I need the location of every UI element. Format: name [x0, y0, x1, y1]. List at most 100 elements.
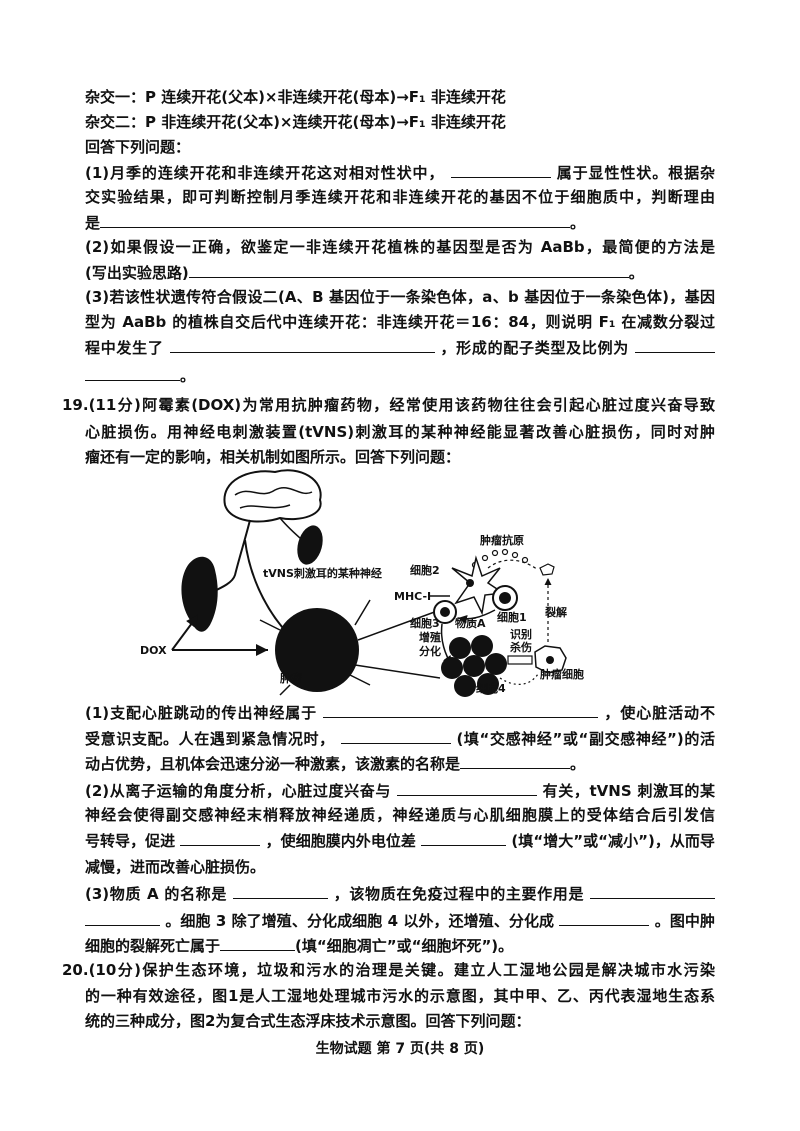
differentiate-label: 分化	[419, 644, 441, 658]
q18-part3-line3: 程中发生了 ，形成的配子类型及比例为	[85, 336, 715, 358]
brain-icon	[223, 469, 322, 523]
text: ，使心脏活动不	[604, 704, 715, 722]
q18-prompt: 回答下列问题：	[85, 138, 191, 156]
substance-a-label: 物质A	[455, 616, 486, 630]
cross-1: 杂交一：P 连续开花(父本)×非连续开花(母本)→F₁ 非连续开花	[85, 88, 506, 106]
cell4-label: 细胞4	[476, 681, 506, 695]
text: 。图中肿瘤	[654, 912, 715, 930]
cell1-icon	[492, 585, 518, 611]
dox-label: DOX	[140, 644, 167, 657]
q20-line-2: 的一种有效途径，图1是人工湿地处理城市污水的示意图，其中甲、乙、丙代表湿地生态系	[85, 987, 715, 1005]
mechanism-figure: tVNS刺激耳的某种神经 DOX 肿瘤 肿瘤抗原 细胞2 MHC-I 细胞1 细…	[140, 469, 584, 697]
text: 。	[628, 264, 644, 282]
text: ，使细胞膜内外电位差	[265, 832, 416, 850]
text: 细胞的裂解死亡属于	[85, 937, 221, 955]
answer-blank[interactable]	[460, 752, 571, 769]
q19-part1-line2: 受意识支配。人在遇到紧急情况时， (填“交感神经”或“副交感神经”)的活	[85, 727, 715, 749]
text: (1)支配心脏跳动的传出神经属于	[85, 704, 318, 722]
mhc-label: MHC-I	[394, 590, 431, 603]
arrow	[171, 614, 199, 651]
ear-icon	[297, 525, 323, 565]
answer-blank[interactable]	[85, 364, 180, 381]
callout-line	[357, 609, 441, 641]
q18-part2-line2: (写出实验思路) 。	[85, 261, 715, 283]
callout-line	[354, 664, 441, 679]
lysed-cell-icon	[539, 563, 555, 576]
answer-blank[interactable]	[169, 336, 435, 353]
tumor-icon	[259, 599, 371, 696]
text: 。	[570, 214, 586, 232]
q19-part3-line2: 。细胞 3 除了增殖、分化成细胞 4 以外，还增殖、分化成 。图中肿瘤	[85, 909, 715, 931]
answer-blank[interactable]	[396, 779, 537, 796]
q18-part1-line1: (1)月季的连续开花和非连续开花这对相对性状中， 属于显性性状。根据杂	[85, 161, 715, 183]
tumor-antigen-label: 肿瘤抗原	[480, 533, 524, 547]
answer-blank[interactable]	[100, 211, 571, 228]
text: 。细胞 3 除了增殖、分化成细胞 4 以外，还增殖、分化成	[165, 912, 555, 930]
q18-part3-line2: 型为 AaBb 的植株自交后代中连续开花：非连续开花＝16：84，则说明 F₁ …	[85, 313, 715, 331]
answer-blank[interactable]	[340, 727, 451, 744]
answer-blank[interactable]	[220, 934, 296, 951]
q19-intro-1: 19.(11分)阿霉素(DOX)为常用抗肿瘤药物，经常使用该药物往往会引起心脏过…	[62, 396, 715, 414]
cell4-cluster-icon	[441, 635, 507, 697]
text: (3)物质 A 的名称是	[85, 885, 228, 903]
answer-blank[interactable]	[559, 909, 650, 926]
q20-line-1: 20.(10分)保护生态环境，垃圾和污水的治理是关键。建立人工湿地公园是解决城市…	[62, 961, 715, 979]
cell1-label: 细胞1	[497, 610, 527, 624]
text: ，形成的配子类型及比例为	[440, 339, 630, 357]
tumor-label: 肿瘤	[280, 671, 302, 685]
text: 。	[180, 367, 196, 385]
q18-part1-line3: 是。	[85, 211, 715, 233]
tvns-label: tVNS刺激耳的某种神经	[263, 566, 382, 580]
q19-part2-line2: 神经会使得副交感神经末梢释放神经递质，神经递质与心肌细胞膜上的受体结合后引发信	[85, 806, 715, 824]
cross-2: 杂交二：P 非连续开花(父本)×连续开花(母本)→F₁ 非连续开花	[85, 113, 506, 131]
q19-part2-line4: 减慢，进而改善心脏损伤。	[85, 858, 266, 876]
text: 受意识支配。人在遇到紧急情况时，	[85, 730, 335, 748]
answer-blank[interactable]	[180, 829, 261, 846]
tumor-cell-label: 肿瘤细胞	[540, 667, 584, 681]
text: 是	[85, 214, 101, 232]
q19-part1-line3: 动占优势，且机体会迅速分泌一种激素，该激素的名称是 。	[85, 752, 715, 774]
text: 动占优势，且机体会迅速分泌一种激素，该激素的名称是	[85, 755, 461, 773]
answer-blank[interactable]	[85, 909, 160, 926]
answer-blank[interactable]	[232, 882, 328, 899]
page-footer: 生物试题 第 7 页(共 8 页)	[315, 1041, 485, 1057]
cell2-label: 细胞2	[410, 563, 440, 577]
kill-label: 杀伤	[510, 640, 532, 654]
answer-blank[interactable]	[188, 261, 629, 278]
q19-intro-2: 心脏损伤。用神经电刺激装置(tVNS)刺激耳的某种神经能显著改善心脏损伤，同时对…	[85, 423, 715, 441]
recognize-label: 识别	[510, 627, 532, 641]
cell3-icon	[433, 600, 457, 624]
text: 。	[570, 755, 586, 773]
q19-part1-line1: (1)支配心脏跳动的传出神经属于 ，使心脏活动不	[85, 701, 715, 723]
text: 属于显性性状。根据杂	[556, 164, 715, 182]
antigen-dots	[471, 548, 529, 569]
q19-part3-line1: (3)物质 A 的名称是 ，该物质在免疫过程中的主要作用是	[85, 882, 715, 904]
q19-part2-line1: (2)从离子运输的角度分析，心脏过度兴奋与 有关，tVNS 刺激耳的某	[85, 779, 715, 801]
answer-blank[interactable]	[589, 882, 715, 899]
answer-blank[interactable]	[634, 336, 715, 353]
text: (写出实验思路)	[85, 264, 189, 282]
text: 有关，tVNS 刺激耳的某	[542, 782, 715, 800]
answer-blank[interactable]	[323, 701, 599, 718]
dendritic-cell-icon	[451, 555, 506, 616]
q19-part2-line3: 号转导，促进 ，使细胞膜内外电位差 (填“增大”或“减小”)，从而导致心跳	[85, 829, 715, 851]
answer-blank[interactable]	[421, 829, 507, 846]
proliferate-label: 增殖	[419, 630, 441, 644]
text: 号转导，促进	[85, 832, 176, 850]
text: (填“细胞凋亡”或“细胞坏死”)。	[295, 937, 514, 955]
text: ，该物质在免疫过程中的主要作用是	[333, 885, 585, 903]
q18-part2-line1: (2)如果假设一正确，欲鉴定一非连续开花植株的基因型是否为 AaBb，最简便的方…	[85, 238, 715, 256]
answer-blank[interactable]	[450, 161, 551, 178]
q20-line-3: 统的三种成分，图2为复合式生态浮床技术示意图。回答下列问题：	[85, 1012, 531, 1030]
text: 程中发生了	[85, 339, 164, 357]
q18-part3-line1: (3)若该性状遗传符合假设二(A、B 基因位于一条染色体，a、b 基因位于一条染…	[85, 288, 715, 306]
lysis-label: 裂解	[544, 605, 567, 619]
text: (填“增大”或“减小”)，从而导致心跳	[511, 832, 715, 850]
text: (2)从离子运输的角度分析，心脏过度兴奋与	[85, 782, 391, 800]
heart-icon	[181, 556, 218, 632]
text: (1)月季的连续开花和非连续开花这对相对性状中，	[85, 164, 445, 182]
q19-intro-3: 瘤还有一定的影响，相关机制如图所示。回答下列问题：	[85, 448, 461, 466]
q19-part3-line3: 细胞的裂解死亡属于 (填“细胞凋亡”或“细胞坏死”)。	[85, 934, 715, 956]
q18-part1-line2: 交实验结果，即可判断控制月季连续开花和非连续开花的基因不位于细胞质中，判断理由	[85, 188, 715, 206]
q18-part3-line4: 。	[85, 364, 715, 386]
